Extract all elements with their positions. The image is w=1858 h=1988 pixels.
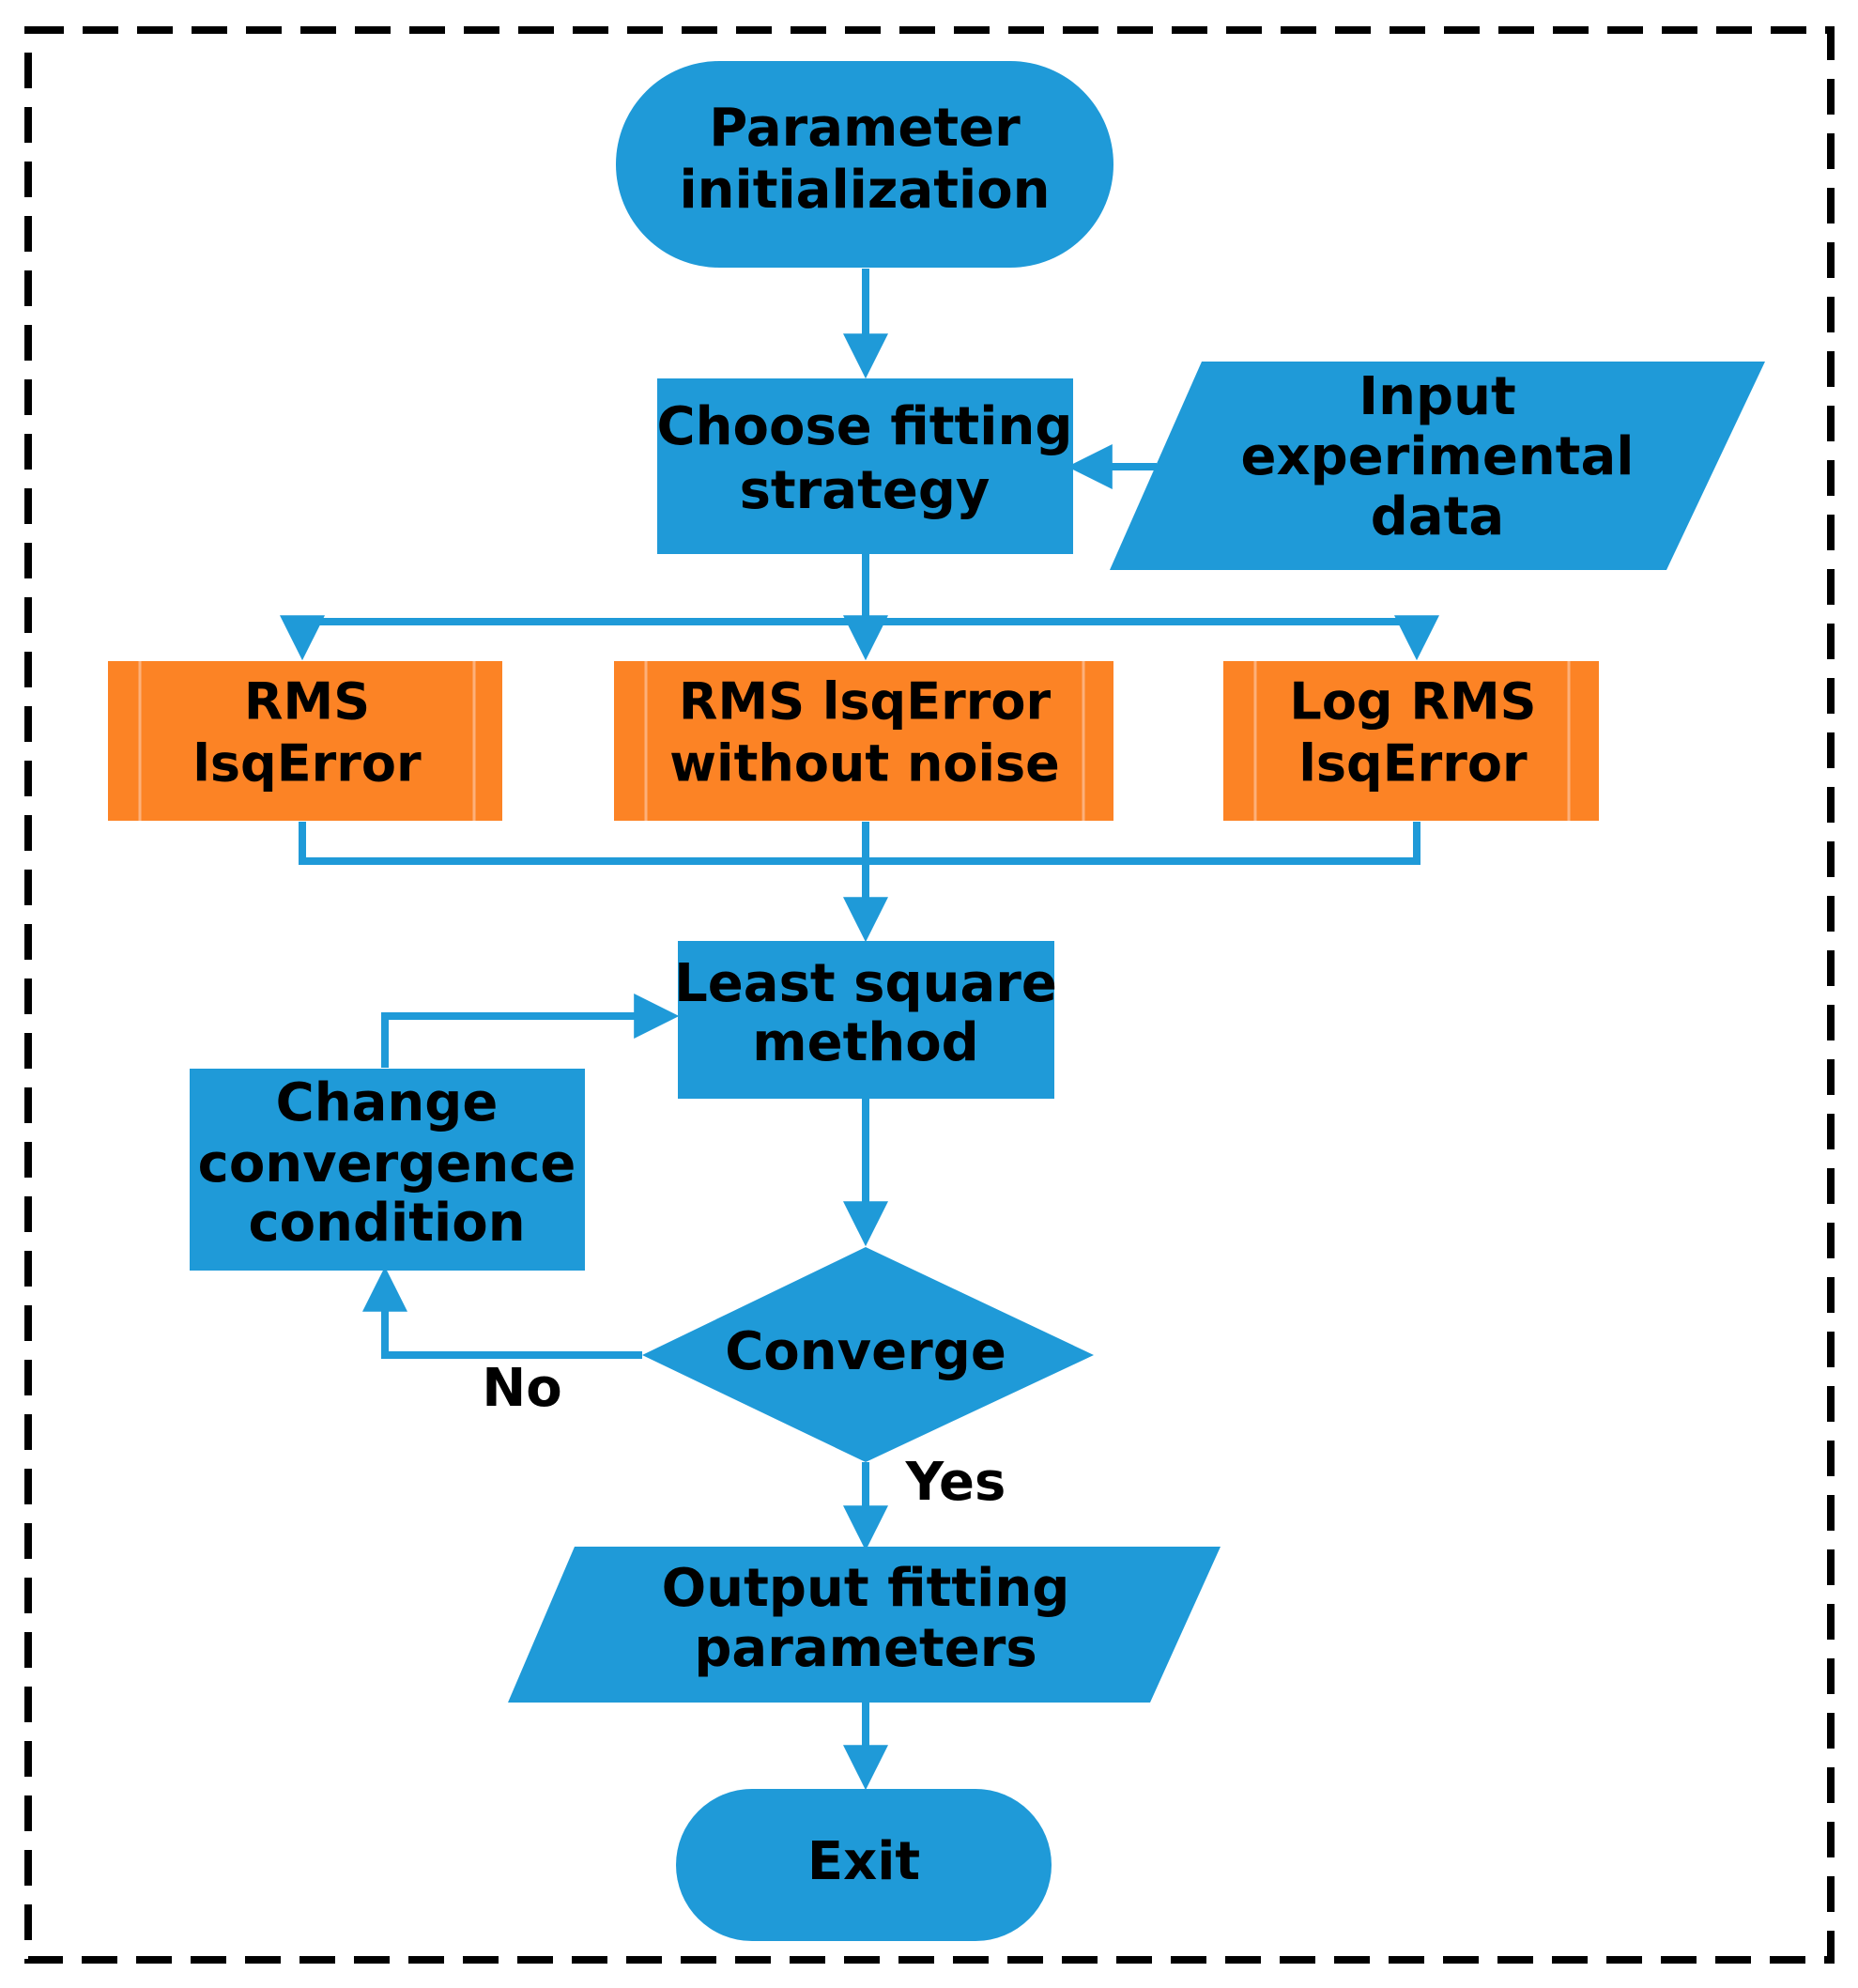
edge-no-to-change — [362, 1266, 642, 1359]
node-parameter-initialization: Parameter initialization — [616, 61, 1113, 268]
node-label-line: Output fitting — [662, 1558, 1070, 1619]
edge-change-to-least — [381, 994, 680, 1068]
predefined-process-shape — [108, 661, 502, 821]
node-label-line: lsqError — [192, 734, 422, 794]
connectors — [280, 269, 1439, 1791]
node-label-line: initialization — [679, 160, 1050, 221]
decision-shape — [642, 1247, 1094, 1462]
node-label-line: Converge — [725, 1321, 1006, 1382]
node-choose-fitting-strategy: Choose fitting strategy — [657, 378, 1073, 554]
node-label-line: Input — [1359, 366, 1515, 427]
io-shape — [508, 1547, 1221, 1703]
node-label-line: Parameter — [709, 98, 1021, 159]
node-output-fitting-parameters: Output fitting parameters — [508, 1547, 1221, 1703]
predefined-process-shape — [1223, 661, 1599, 821]
node-label-line: method — [752, 1012, 979, 1073]
process-shape — [678, 941, 1054, 1099]
node-label-line: condition — [248, 1193, 525, 1254]
node-label-line: Choose fitting — [657, 396, 1073, 457]
io-shape — [1110, 362, 1765, 570]
process-shape — [190, 1069, 585, 1271]
node-label-line: parameters — [694, 1618, 1036, 1679]
node-label-line: Least square — [674, 953, 1057, 1014]
node-label-line: experimental — [1241, 426, 1635, 487]
edge-label-yes: Yes — [905, 1452, 1006, 1513]
node-label-line: Log RMS — [1289, 672, 1536, 732]
predefined-process-shape — [614, 661, 1113, 821]
process-shape — [657, 378, 1073, 554]
node-rms-lsqerror: RMS lsqError — [108, 661, 502, 821]
node-rms-lsqerror-without-noise: RMS lsqError without noise — [614, 661, 1113, 821]
node-converge-decision: Converge — [642, 1247, 1094, 1462]
node-input-experimental-data: Input experimental data — [1110, 362, 1765, 570]
node-change-convergence-condition: Change convergence condition — [190, 1069, 585, 1271]
dashed-frame — [24, 26, 1835, 1964]
node-label-line: strategy — [740, 460, 990, 521]
terminator-shape — [676, 1789, 1052, 1941]
node-label-line: without noise — [669, 734, 1060, 794]
node-least-square-method: Least square method — [674, 941, 1057, 1099]
node-log-rms-lsqerror: Log RMS lsqError — [1223, 661, 1599, 821]
terminator-shape — [616, 61, 1113, 268]
node-label-line: lsqError — [1298, 734, 1528, 794]
edge-label-no: No — [482, 1358, 561, 1419]
node-label-line: RMS lsqError — [679, 672, 1052, 732]
node-label-line: data — [1371, 486, 1504, 547]
node-label-line: Change — [276, 1072, 499, 1133]
node-label-line: RMS — [244, 672, 370, 732]
node-label-line: convergence — [198, 1133, 576, 1194]
node-label-line: Exit — [807, 1831, 920, 1892]
node-exit: Exit — [676, 1789, 1052, 1941]
edge-merge-bar — [299, 822, 1420, 865]
